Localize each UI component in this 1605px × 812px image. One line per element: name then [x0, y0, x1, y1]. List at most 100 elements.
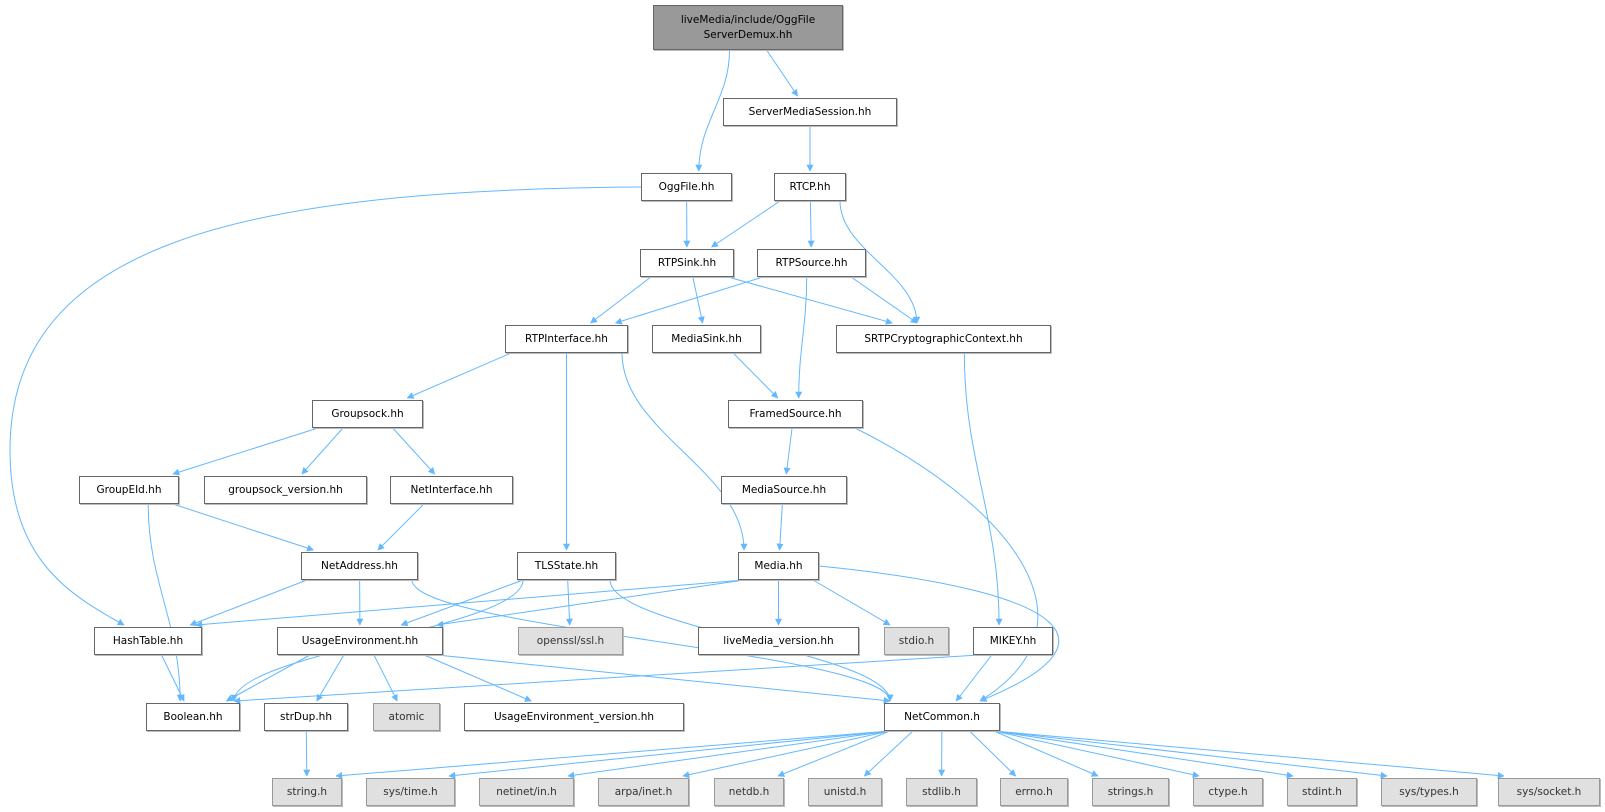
node-label: liveMedia/include/OggFile ServerDemux.hh [680, 13, 816, 41]
node-netaddress[interactable]: NetAddress.hh [301, 552, 418, 580]
node-usageenv[interactable]: UsageEnvironment.hh [277, 627, 443, 655]
node-label: atomic [388, 710, 425, 723]
edge-rtcp-to-srtp [839, 200, 921, 324]
edge-netaddress-to-netcommon [411, 579, 894, 702]
node-usageenvver[interactable]: UsageEnvironment_version.hh [464, 703, 684, 731]
node-label: ServerMediaSession.hh [748, 105, 872, 118]
node-rtpinterface[interactable]: RTPInterface.hh [505, 325, 628, 353]
edge-oggfile-to-hashtable [9, 186, 642, 626]
edge-usageenv-to-atomic [373, 654, 398, 702]
node-label: Groupsock.hh [331, 407, 404, 420]
node-label: UsageEnvironment_version.hh [493, 710, 655, 723]
node-ctype: ctype.h [1193, 778, 1263, 806]
node-label: netinet/in.h [496, 785, 557, 798]
edge-usageenv-to-netcommon [436, 654, 891, 704]
edge-rtpsource-to-rtpinterface [614, 276, 764, 325]
node-label: FramedSource.hh [749, 407, 842, 420]
node-livemediaver[interactable]: liveMedia_version.hh [698, 627, 859, 655]
edge-mediasource-to-media [776, 503, 784, 551]
node-sms[interactable]: ServerMediaSession.hh [723, 98, 897, 126]
edge-groupsock-to-groupeid [172, 427, 319, 476]
edge-hashtable-to-boolean [161, 654, 185, 702]
edge-netaddress-to-hashtable [189, 579, 308, 626]
node-rtpsource[interactable]: RTPSource.hh [757, 249, 866, 277]
edge-groupeid-to-netaddress [172, 503, 315, 552]
edge-rtpinterface-to-groupsock [406, 352, 512, 399]
edge-tlsstate-to-openssl [565, 579, 573, 626]
node-label: ctype.h [1208, 785, 1248, 798]
edge-media-to-usageenv [436, 579, 745, 628]
edge-netcommon-to-arpainet [682, 730, 891, 779]
node-label: RTCP.hh [789, 180, 831, 193]
node-netcommon[interactable]: NetCommon.h [884, 703, 1000, 731]
node-label: strDup.hh [280, 710, 332, 723]
node-label: GroupEId.hh [96, 483, 162, 496]
edge-rtpsource-to-framedsource [795, 276, 808, 399]
edge-mediasink-to-framedsource [732, 352, 779, 399]
node-strdup[interactable]: strDup.hh [264, 703, 348, 731]
node-oggfile[interactable]: OggFile.hh [641, 173, 732, 201]
edge-rtcp-to-rtpsource [807, 200, 815, 248]
node-mediasource[interactable]: MediaSource.hh [721, 476, 847, 504]
node-label: RTPSource.hh [775, 256, 848, 269]
node-strings: strings.h [1092, 778, 1169, 806]
node-errno: errno.h [1000, 778, 1068, 806]
node-label: unistd.h [823, 785, 867, 798]
node-systime: sys/time.h [366, 778, 455, 806]
node-tlsstate[interactable]: TLSState.hh [517, 552, 616, 580]
edge-netinterface-to-netaddress [377, 503, 425, 551]
node-netinterface[interactable]: NetInterface.hh [390, 476, 513, 504]
edge-usageenv-to-boolean [225, 654, 311, 702]
node-label: errno.h [1015, 785, 1053, 798]
node-label: sys/socket.h [1516, 785, 1582, 798]
edge-netcommon-to-ctype [993, 730, 1200, 779]
node-label: MediaSink.hh [671, 332, 742, 345]
edge-groupeid-to-boolean [147, 503, 184, 702]
edge-tlsstate-to-usageenv [400, 579, 524, 627]
node-syssocket: sys/socket.h [1498, 778, 1600, 806]
node-mikey[interactable]: MIKEY.hh [973, 627, 1053, 655]
node-systypes: sys/types.h [1381, 778, 1477, 806]
edge-rtpsource-to-srtp [850, 276, 918, 324]
node-groupsock[interactable]: Groupsock.hh [312, 400, 423, 428]
edge-rtpinterface-to-media [621, 352, 748, 551]
node-srtp[interactable]: SRTPCryptographicContext.hh [836, 325, 1051, 353]
edge-strdup-to-string [303, 730, 311, 777]
node-label: stdint.h [1302, 785, 1342, 798]
node-label: stdlib.h [922, 785, 961, 798]
node-label: Media.hh [754, 559, 803, 572]
node-stdlib: stdlib.h [906, 778, 977, 806]
node-boolean[interactable]: Boolean.hh [146, 703, 240, 731]
node-label: MediaSource.hh [741, 483, 827, 496]
node-rtpsink[interactable]: RTPSink.hh [640, 249, 734, 277]
edge-groupsock-to-groupsockver [301, 427, 344, 475]
node-label: SRTPCryptographicContext.hh [864, 332, 1023, 345]
edge-netcommon-to-errno [969, 730, 1017, 777]
node-label: stdio.h [898, 634, 935, 647]
edge-rtpsink-to-mediasink [692, 276, 705, 324]
node-rtcp[interactable]: RTCP.hh [774, 173, 846, 201]
node-mediasink[interactable]: MediaSink.hh [652, 325, 761, 353]
edge-framedsource-to-mediasource [783, 427, 793, 475]
node-unistd: unistd.h [808, 778, 882, 806]
node-groupeid[interactable]: GroupEId.hh [79, 476, 179, 504]
node-framedsource[interactable]: FramedSource.hh [728, 400, 863, 428]
node-groupsockver[interactable]: groupsock_version.hh [204, 476, 367, 504]
node-string: string.h [272, 778, 342, 806]
node-atomic: atomic [373, 703, 440, 731]
edge-media-to-netcommon [818, 565, 1060, 702]
edge-netcommon-to-unistd [863, 730, 914, 777]
node-label: string.h [286, 785, 328, 798]
node-netdb: netdb.h [714, 778, 784, 806]
node-media[interactable]: Media.hh [738, 552, 819, 580]
edge-media-to-hashtable [195, 579, 745, 628]
edge-media-to-stdio [812, 579, 891, 626]
node-hashtable[interactable]: HashTable.hh [94, 627, 202, 655]
node-label: groupsock_version.hh [228, 483, 343, 496]
node-label: Boolean.hh [163, 710, 223, 723]
edge-root-to-oggfile [695, 49, 731, 172]
edge-netcommon-to-string [335, 730, 891, 779]
node-label: netdb.h [728, 785, 770, 798]
